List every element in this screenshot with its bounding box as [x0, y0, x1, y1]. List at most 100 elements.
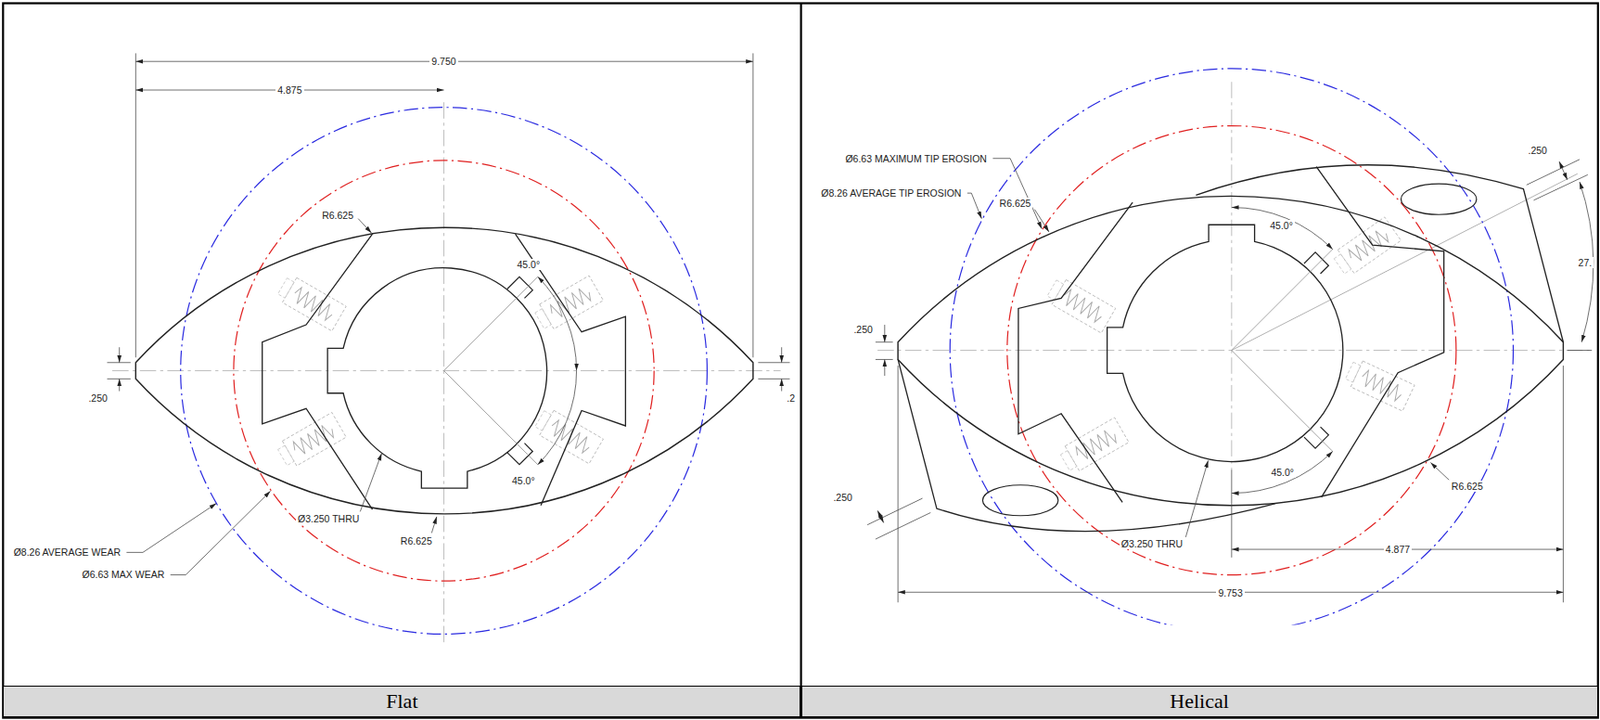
angle-dimension — [1231, 207, 1333, 250]
extension-line — [875, 341, 894, 343]
dimension-label: Ø6.63 MAXIMUM TIP EROSION — [843, 153, 988, 165]
dimension-label: R6.625 — [998, 197, 1034, 209]
leader-line — [170, 490, 271, 575]
blade-outline — [135, 227, 754, 514]
leader-line — [359, 453, 382, 512]
dimension-label: .250 — [86, 392, 109, 404]
panel-caption: Helical — [1169, 689, 1229, 714]
spring-symbol — [275, 412, 346, 471]
dimension-label: .250 — [1525, 144, 1549, 156]
angle-line — [1231, 173, 1578, 350]
dimension-line — [780, 378, 782, 391]
dimension-label: R6.625 — [1449, 480, 1485, 492]
twisted-blade-outline — [1195, 165, 1563, 343]
caption-band: Helical — [801, 685, 1599, 717]
dimension-label: Ø8.26 AVERAGE TIP EROSION — [819, 187, 963, 199]
extension-line — [1230, 469, 1232, 558]
extension-line — [867, 498, 922, 525]
centerline — [877, 349, 1592, 351]
angle-line — [1231, 249, 1333, 351]
extension-line — [875, 358, 894, 360]
spring-symbol — [1331, 217, 1401, 279]
divider — [799, 3, 802, 718]
leader-line — [992, 158, 1042, 230]
notch — [1304, 426, 1329, 448]
caption-band: Flat — [2, 685, 801, 717]
centerline — [443, 102, 445, 643]
dimension-line — [877, 510, 884, 523]
average-erosion-circle — [949, 68, 1513, 626]
panel-caption: Flat — [385, 689, 418, 714]
dimension-label: R6.625 — [398, 535, 435, 547]
dimension-label: 4.875 — [275, 84, 304, 96]
max-erosion-circle — [1007, 126, 1457, 576]
extension-line — [107, 378, 131, 380]
angle-dimension — [537, 371, 577, 465]
dimension-label: 4.877 — [1383, 543, 1412, 555]
dimension-line — [883, 358, 885, 376]
notch — [1304, 252, 1329, 274]
dimension-label: 45.0° — [1267, 219, 1295, 231]
dimension-label: 9.750 — [429, 55, 458, 67]
centerline — [112, 370, 781, 372]
hub-outline — [262, 233, 373, 510]
dimension-label: Ø8.26 AVERAGE WEAR — [12, 546, 123, 558]
spring-symbol — [275, 273, 346, 332]
angle-line — [444, 276, 538, 371]
dimension-label: 45.0° — [514, 258, 542, 270]
angle-line — [1231, 350, 1333, 452]
extension-line — [1533, 174, 1588, 201]
dimension-line — [883, 324, 885, 343]
dimension-label: 45.0° — [510, 474, 538, 487]
flat-drawing — [107, 52, 791, 643]
dimension-label: Ø3.250 THRU — [1119, 537, 1185, 550]
extension-line — [107, 361, 131, 363]
leader-line — [967, 192, 982, 219]
extension-line — [752, 52, 754, 358]
hub-outline — [1018, 202, 1133, 502]
ellipse — [982, 485, 1058, 516]
leader-line — [431, 516, 437, 534]
spring-symbol — [1044, 275, 1115, 333]
angle-dimension — [537, 276, 577, 371]
blade-outline — [897, 195, 1563, 505]
extension-line — [897, 365, 899, 602]
leader-line — [358, 218, 372, 233]
frame — [2, 3, 1598, 718]
dimension-label: 27. — [1576, 256, 1595, 269]
dimension-label: 9.753 — [1216, 587, 1244, 599]
bore-outline — [327, 268, 547, 488]
dimension-line — [780, 346, 782, 363]
ellipse — [1400, 183, 1476, 215]
extension-line — [1526, 159, 1580, 186]
leader-line — [1035, 209, 1050, 232]
dimension-line — [118, 378, 120, 391]
spring-symbol — [1058, 417, 1129, 475]
hub-outline — [1316, 166, 1445, 498]
dimension-label: .250 — [831, 491, 854, 503]
angle-dimension — [1231, 450, 1333, 493]
dimension-label: Ø6.63 MAX WEAR — [80, 568, 167, 580]
dimension-line — [118, 346, 120, 363]
leader-line — [126, 503, 217, 553]
average-wear-circle — [180, 107, 708, 635]
extension-line — [757, 378, 790, 380]
dimension-label: Ø3.250 THRU — [295, 512, 361, 525]
twisted-blade-outline — [897, 358, 1276, 531]
extension-line — [757, 361, 790, 363]
dimension-label: 45.0° — [1268, 466, 1296, 478]
centerline — [1230, 81, 1232, 470]
dimension-label: .2 — [784, 392, 797, 404]
bore-outline — [1107, 224, 1344, 461]
extension-line — [135, 52, 137, 358]
dimension-label: R6.625 — [320, 209, 356, 221]
extension-line — [1562, 365, 1564, 602]
angle-line — [444, 371, 538, 465]
dimension-line — [1559, 161, 1568, 180]
extension-line — [1567, 349, 1592, 351]
hub-outline — [515, 233, 627, 506]
leader-line — [1185, 460, 1208, 538]
leader-line — [1430, 462, 1449, 481]
